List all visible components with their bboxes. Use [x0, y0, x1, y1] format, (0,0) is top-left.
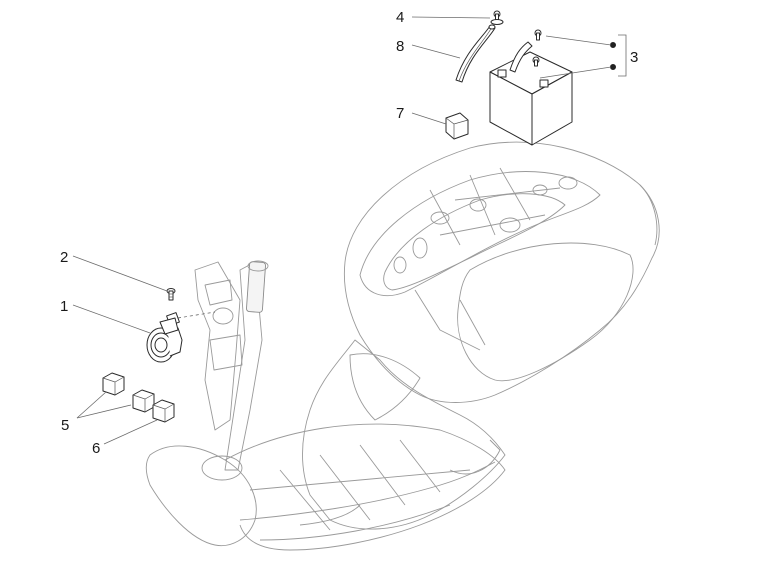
horn-icon: [146, 312, 183, 363]
leader-5b: [76, 404, 132, 419]
screw-icon: [534, 29, 542, 41]
screw-icon: [166, 288, 176, 301]
callout-2: 2: [60, 249, 68, 266]
bracket-icon: [618, 34, 627, 77]
leader-8: [411, 44, 461, 59]
leader-lines: [72, 16, 612, 445]
callout-4: 4: [396, 9, 404, 26]
callout-1: 1: [60, 298, 68, 315]
leader-6: [103, 419, 158, 445]
screw-icon: [532, 56, 540, 67]
battery-icon: [489, 29, 627, 146]
tube-icon: [455, 24, 496, 83]
leader-2: [72, 255, 168, 292]
leader-4: [411, 16, 491, 19]
leader-5a: [76, 391, 107, 419]
leader-1: [72, 304, 151, 334]
relay-icon: [102, 372, 125, 396]
callout-8: 8: [396, 38, 404, 55]
leader-3a: [545, 35, 612, 46]
relay-icon: [132, 389, 155, 413]
callout-6: 6: [92, 440, 100, 457]
callout-5: 5: [61, 417, 69, 434]
relay-icon: [445, 112, 469, 140]
callout-7: 7: [396, 105, 404, 122]
screw-icon: [490, 10, 504, 25]
callout-3: 3: [630, 49, 638, 66]
scooter-body-outline: [145, 141, 660, 551]
relay-icon: [152, 399, 175, 423]
leader-7: [411, 112, 447, 125]
leader-3b: [539, 66, 612, 79]
